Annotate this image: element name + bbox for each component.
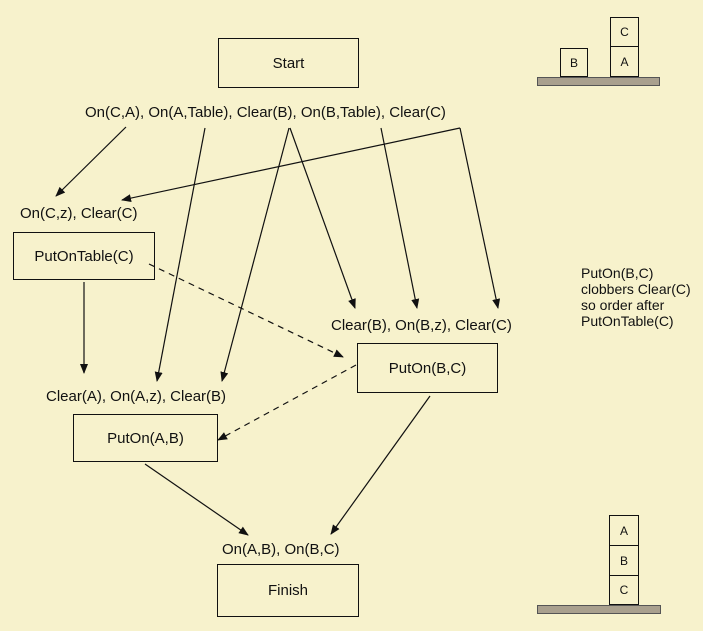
initial-block-a: A	[610, 46, 639, 77]
start-effects: On(C,A), On(A,Table), Clear(B), On(B,Tab…	[85, 104, 446, 121]
clobber-note-line-3: so order after	[581, 297, 665, 313]
edge-put-on-a-b-to-finish	[144, 463, 249, 536]
initial-table	[537, 77, 660, 86]
put-on-b-c-preconditions: Clear(B), On(B,z), Clear(C)	[331, 317, 512, 334]
edge-put-on-b-c-to-finish	[330, 395, 431, 535]
start-node: Start	[218, 38, 359, 88]
put-on-table-c-label: PutOnTable(C)	[34, 247, 134, 265]
edge-clear-c-to-put-on-table	[121, 127, 461, 203]
goal-block-c: C	[609, 575, 639, 605]
edge-on-a-table-to-put-on-a-b	[154, 127, 206, 382]
goal-block-a: A	[609, 515, 639, 546]
initial-block-b: B	[560, 48, 588, 77]
ordering-put-on-b-c-before-put-on-a-b	[217, 364, 357, 441]
edge-clear-b-to-put-on-a-b	[220, 127, 290, 382]
edge-on-c-a-to-put-on-table	[55, 126, 127, 197]
put-on-a-b-preconditions: Clear(A), On(A,z), Clear(B)	[46, 388, 227, 405]
edge-on-b-table-to-put-on-b-c	[380, 127, 420, 309]
put-on-b-c-node: PutOn(B,C)	[357, 343, 498, 393]
clobber-note-line-4: PutOnTable(C)	[581, 313, 674, 329]
put-on-a-b-label: PutOn(A,B)	[107, 429, 184, 447]
put-on-b-c-label: PutOn(B,C)	[388, 359, 467, 377]
edge-clear-c-to-put-on-b-c	[459, 127, 501, 309]
clobber-note-line-2: clobbers Clear(C)	[581, 281, 691, 297]
goal-table	[537, 605, 661, 614]
initial-block-c: C	[610, 17, 639, 47]
finish-node: Finish	[217, 564, 359, 617]
put-on-table-c-node: PutOnTable(C)	[13, 232, 155, 280]
clobber-note-line-1: PutOn(B,C)	[581, 265, 654, 281]
finish-preconditions: On(A,B), On(B,C)	[222, 541, 340, 558]
put-on-a-b-node: PutOn(A,B)	[73, 414, 218, 462]
edge-clear-b-to-put-on-b-c	[289, 127, 356, 309]
start-label: Start	[272, 54, 305, 72]
put-on-table-c-preconditions: On(C,z), Clear(C)	[20, 205, 138, 222]
finish-label: Finish	[267, 582, 308, 599]
goal-block-b: B	[609, 545, 639, 576]
ordering-put-on-table-before-put-on-b-c	[148, 263, 344, 358]
